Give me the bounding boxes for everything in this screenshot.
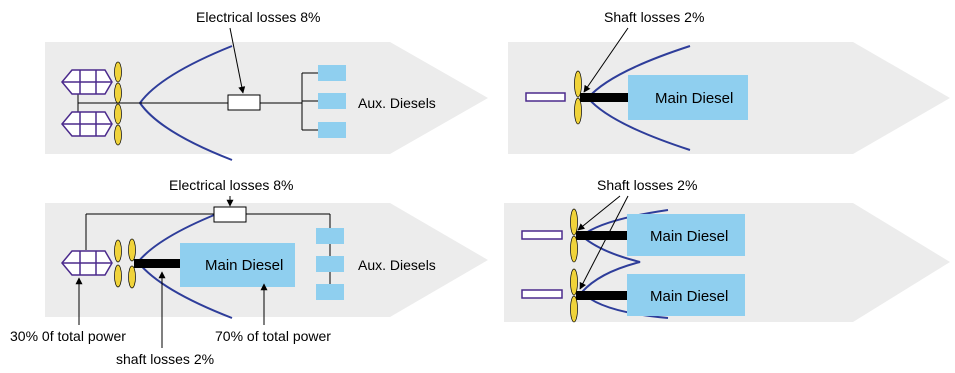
- main-diesel-box: [628, 75, 748, 120]
- main-diesel-label: Main Diesel: [655, 90, 733, 107]
- panel-twin-direct: Main Diesel Main Diesel Shaft losses 2%: [504, 177, 950, 323]
- propeller-icon: [574, 70, 582, 125]
- shaft-losses-label: shaft losses 2%: [116, 351, 214, 367]
- main-diesel-box: [180, 243, 295, 287]
- electrical-losses-label: Electrical losses 8%: [196, 9, 321, 25]
- main-diesel-box: [627, 214, 745, 256]
- hull: [45, 42, 488, 154]
- aux-diesels-label: Aux. Diesels: [358, 95, 436, 111]
- rudder-icon: [521, 289, 563, 299]
- rudder-icon: [525, 92, 566, 102]
- panel-single-direct: Main Diesel Shaft losses 2%: [508, 9, 950, 154]
- annotation-arrow: [577, 195, 621, 231]
- electric-motor-icon: [61, 69, 113, 95]
- shaft-icon: [134, 259, 180, 268]
- aux-diesel-2: [316, 256, 344, 272]
- propeller-icon: [570, 208, 578, 263]
- motor-power-label: 30% 0f total power: [10, 328, 126, 344]
- main-diesel-label: Main Diesel: [650, 288, 728, 305]
- electric-motor-icon: [61, 111, 113, 137]
- propeller-icon: [114, 61, 122, 104]
- electrical-bus: [85, 213, 331, 290]
- annotation-arrow: [229, 27, 246, 94]
- converter-icon: [227, 94, 261, 111]
- rudder-icon: [521, 230, 563, 240]
- main-diesel-label: Main Diesel: [650, 228, 728, 245]
- aux-diesels-label: Aux. Diesels: [358, 257, 436, 273]
- annotation-arrow: [579, 195, 629, 290]
- aux-diesel-3: [318, 122, 346, 138]
- aux-diesel-2: [318, 93, 346, 109]
- main-diesel-label: Main Diesel: [205, 257, 283, 274]
- diesel-power-label: 70% of total power: [215, 328, 331, 344]
- aux-diesel-3: [316, 284, 344, 300]
- propeller-icon: [114, 103, 122, 146]
- shaft-losses-label: Shaft losses 2%: [604, 9, 704, 25]
- propeller-icon: [570, 268, 578, 323]
- aux-diesel-1: [316, 228, 344, 244]
- converter-icon: [213, 206, 247, 223]
- shaft-icon: [576, 291, 627, 300]
- electrical-losses-label: Electrical losses 8%: [169, 177, 294, 193]
- propeller-icon: [128, 238, 136, 289]
- electric-motor-icon: [61, 250, 113, 276]
- panel-diesel-electric: Aux. Diesels Electrical losses 8%: [45, 9, 488, 161]
- shaft-losses-label: Shaft losses 2%: [597, 177, 697, 193]
- main-diesel-box: [627, 274, 745, 316]
- bow-curve: [580, 209, 669, 319]
- panel-hybrid: Aux. Diesels Main Diesel Electrical loss…: [10, 177, 488, 367]
- aux-diesel-1: [318, 65, 346, 81]
- shaft-icon: [576, 231, 627, 240]
- propeller-icon: [114, 239, 122, 288]
- annotation-arrow: [583, 27, 629, 93]
- shaft-icon: [580, 93, 628, 102]
